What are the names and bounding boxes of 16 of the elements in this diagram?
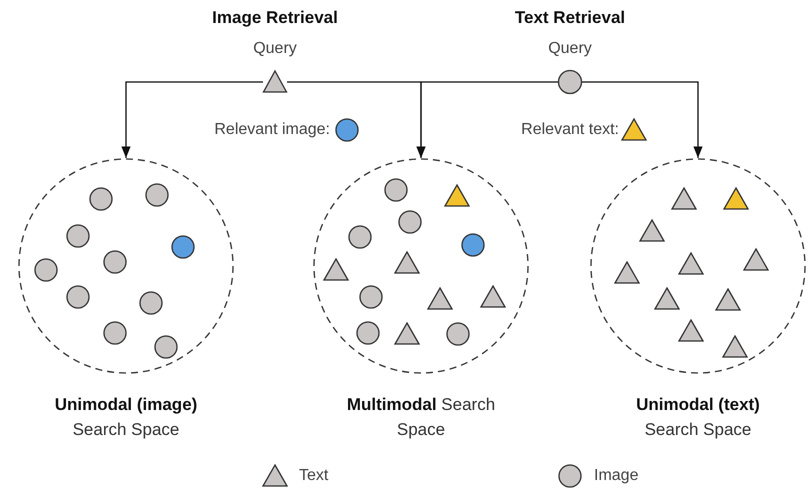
query-label: Query: [253, 40, 297, 58]
section-heading: Text Retrieval: [514, 8, 626, 28]
relevant-label: Relevant text:: [521, 121, 619, 139]
legend-label: Image: [594, 467, 638, 485]
query-label: Query: [548, 40, 592, 58]
space-caption: Multimodal Search Space: [346, 394, 496, 441]
space-caption: Unimodal (image) Search Space: [54, 394, 198, 441]
query-circle: [558, 70, 582, 94]
arrow: [121, 81, 263, 158]
relevant-label: Relevant image:: [214, 121, 330, 139]
arrow: [582, 81, 703, 158]
legend-label: Text: [299, 467, 328, 485]
section-heading: Image Retrieval: [212, 8, 338, 28]
query-triangle: [263, 70, 287, 94]
space-caption: Unimodal (text) Search Space: [635, 394, 761, 441]
arrow: [416, 81, 558, 158]
